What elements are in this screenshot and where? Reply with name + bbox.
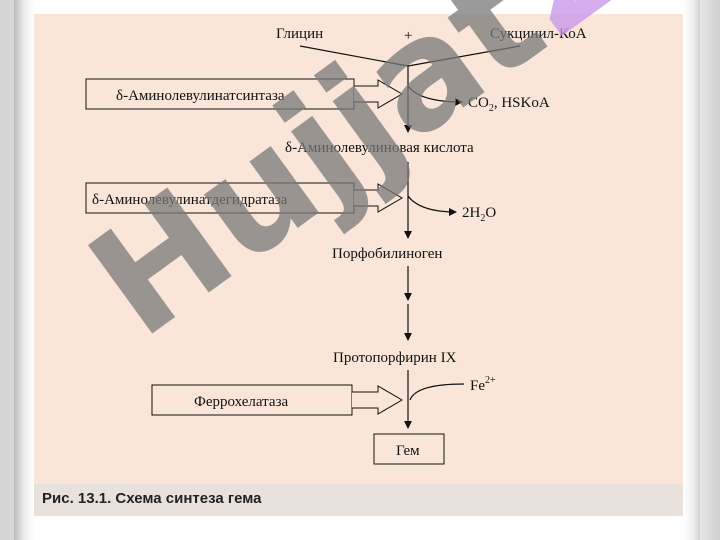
node-succinyl-coa: Сукцинил-КоА [490, 26, 587, 42]
enzyme-arrow-3 [352, 385, 403, 415]
enzyme-arrow-1 [354, 79, 403, 109]
water-branch-arrow [407, 195, 457, 216]
node-heme: Гем [396, 443, 420, 459]
byproduct-co2: CO2, HSKoA [468, 95, 550, 114]
page-curl [700, 0, 720, 540]
cofactor-fe: Fe2+ [470, 375, 496, 394]
node-ala: δ-Аминолевулиновая кислота [285, 140, 474, 156]
enzyme-ferrochelatase: Феррохелатаза [194, 394, 288, 410]
heme-box [373, 433, 445, 465]
node-protoporphyrin: Протопорфирин IX [333, 350, 457, 366]
plus-sign: + [404, 28, 412, 44]
enzyme-ala-dehydratase: δ-Аминолевулинатдегидратаза [92, 192, 288, 208]
succinyl-line [407, 45, 521, 67]
enzyme-ala-synthase: δ-Аминолевулинатсинтаза [116, 88, 285, 104]
glycine-line [299, 45, 409, 67]
figure-caption: Рис. 13.1. Схема синтеза гема [42, 490, 262, 507]
fe-input-line [409, 383, 465, 401]
co2-branch-arrow [407, 85, 463, 106]
caption-bar: Рис. 13.1. Схема синтеза гема [34, 484, 683, 516]
node-porphobilinogen: Порфобилиноген [332, 246, 442, 262]
node-glycine: Глицин [276, 26, 323, 42]
byproduct-water: 2H2O [462, 205, 496, 224]
enzyme-arrow-2 [354, 183, 403, 213]
